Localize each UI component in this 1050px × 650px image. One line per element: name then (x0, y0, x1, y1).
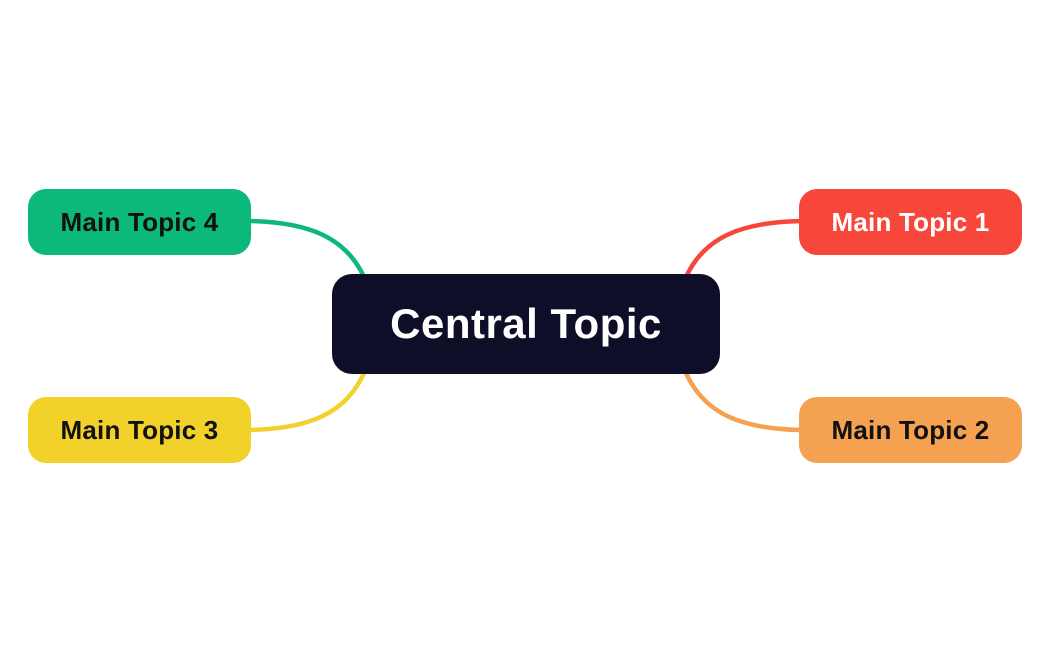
main-topic-2-node[interactable]: Main Topic 2 (799, 397, 1022, 463)
main-topic-1-label: Main Topic 1 (831, 206, 990, 237)
main-topic-4-label: Main Topic 4 (60, 206, 219, 237)
central-topic-label: Central Topic (390, 300, 662, 347)
connector-main-topic-2 (683, 370, 805, 433)
central-topic-node[interactable]: Central Topic (332, 274, 720, 374)
main-topic-3-node[interactable]: Main Topic 3 (28, 397, 251, 463)
connector-main-topic-3 (245, 370, 367, 433)
main-topic-2-label: Main Topic 2 (831, 414, 990, 445)
connector-main-topic-1 (683, 218, 805, 280)
main-topic-1-node[interactable]: Main Topic 1 (799, 189, 1022, 255)
main-topic-3-label: Main Topic 3 (60, 414, 219, 445)
connector-main-topic-4 (245, 218, 367, 280)
main-topic-4-node[interactable]: Main Topic 4 (28, 189, 251, 255)
